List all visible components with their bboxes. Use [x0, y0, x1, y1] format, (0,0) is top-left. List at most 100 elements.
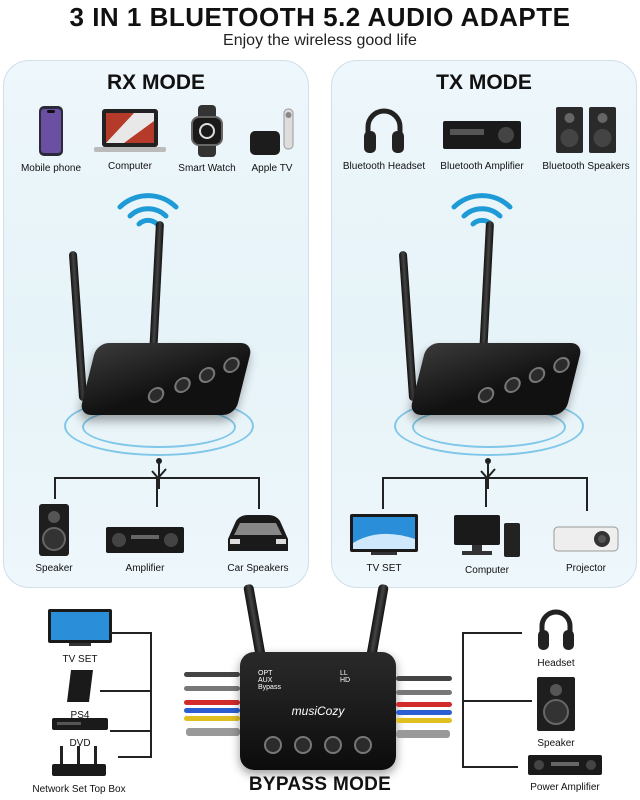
connector-line [118, 756, 150, 758]
rx-output-label: Car Speakers [227, 563, 289, 574]
tx-input-label: TV SET [366, 563, 402, 574]
connector-line [54, 477, 56, 499]
speaker-icon [537, 677, 575, 731]
connector-line [462, 766, 518, 768]
bypass-output-label: Power Amplifier [530, 782, 600, 793]
headset-icon [364, 108, 404, 153]
bypass-input-label: PS4 [70, 710, 90, 721]
rx-source-computer: Computer [88, 107, 172, 172]
device-button [324, 736, 342, 754]
rx-source-apple-tv: Apple TV [240, 105, 304, 174]
optical-cable [184, 672, 240, 677]
audio-adapter-device [409, 343, 583, 415]
rx-source-label: Computer [108, 161, 152, 172]
rx-output-label: Amplifier [125, 563, 165, 574]
bypass-adapter-device: OPT AUX Bypass LL HD musiCozy [240, 652, 396, 770]
connector-line [156, 477, 158, 507]
connector-line [100, 690, 150, 692]
port-label: AUX [258, 677, 273, 684]
rx-source-mobile-phone: Mobile phone [16, 105, 86, 174]
tx-target-label: Bluetooth Speakers [542, 161, 630, 172]
bluetooth-signal-icon [451, 193, 513, 227]
aux-cable [184, 686, 240, 691]
tx-input-computer: Computer [448, 513, 526, 576]
rx-source-label: Smart Watch [178, 163, 236, 174]
brand-logo: musiCozy [291, 704, 345, 718]
port-label-right: LL HD [340, 670, 350, 684]
rca-cable-yellow [396, 718, 452, 723]
tx-target-label: Bluetooth Headset [342, 161, 426, 172]
device-button [294, 736, 312, 754]
bluetooth-signal-icon [117, 193, 179, 227]
rx-output-speaker: Speaker [24, 503, 84, 574]
amplifier-icon [528, 755, 602, 775]
rx-source-label: Apple TV [251, 163, 293, 174]
port-label: OPT [258, 670, 273, 677]
tx-input-tv-set: TV SET [346, 513, 422, 574]
device-button [221, 357, 242, 373]
bypass-output-label: Speaker [537, 738, 575, 749]
bypass-output-power-amplifier: Power Amplifier [510, 754, 620, 793]
connector-line [485, 477, 487, 507]
speakers-icon [556, 107, 616, 153]
page-subtitle: Enjoy the wireless good life [223, 32, 417, 49]
projector-icon [553, 526, 619, 552]
connector-line [462, 632, 522, 634]
antenna [68, 250, 88, 402]
usb-cable [396, 730, 450, 738]
tx-target-bluetooth-amplifier: Bluetooth Amplifier [432, 117, 532, 172]
rx-source-label: Mobile phone [20, 163, 82, 174]
rx-mode-title: RX MODE [106, 71, 205, 94]
rx-source-smart-watch: Smart Watch [172, 105, 242, 174]
device-button [197, 367, 217, 383]
laptop-icon [94, 109, 166, 152]
bypass-input-tv-set: TV SET [40, 608, 120, 665]
rca-cable-blue [184, 708, 240, 713]
bypass-input-label: DVD [69, 738, 91, 749]
device-button [502, 377, 523, 393]
tx-mode-panel: TX MODE Bluetooth Headset Bluetooth Ampl… [331, 60, 637, 588]
apple-tv-icon [250, 108, 294, 155]
rca-cable-blue [396, 710, 452, 715]
dvd-player-icon [52, 718, 108, 730]
bypass-input-label: TV SET [62, 654, 98, 665]
connector-line [382, 477, 384, 509]
device-button [476, 387, 497, 403]
tx-input-label: Computer [465, 565, 509, 576]
connector-line [110, 730, 150, 732]
port-label: HD [340, 677, 351, 684]
usb-connection-icon [480, 458, 496, 489]
speaker-icon [39, 504, 69, 556]
audio-adapter-device [79, 343, 253, 415]
tx-mode-title: TX MODE [436, 71, 532, 94]
mobile-phone-icon [39, 106, 63, 156]
optical-cable [396, 676, 452, 681]
device-button [527, 367, 547, 383]
bypass-output-label: Headset [537, 658, 575, 669]
desktop-computer-icon [454, 515, 520, 557]
port-label-left: OPT AUX Bypass [258, 670, 281, 691]
bypass-output-speaker: Speaker [524, 676, 588, 749]
headset-icon [538, 609, 574, 650]
tx-input-label: Projector [565, 563, 606, 574]
rx-mode-panel: RX MODE Mobile phone Computer Smart Watc… [3, 60, 309, 588]
device-button [551, 357, 572, 373]
page-title: 3 IN 1 BLUETOOTH 5.2 AUDIO ADAPTE [69, 2, 571, 32]
bypass-input-network-set-top-box: Network Set Top Box [14, 746, 144, 795]
connector-line [258, 477, 260, 509]
amplifier-icon [443, 121, 521, 149]
device-button [146, 387, 167, 403]
tx-target-label: Bluetooth Amplifier [440, 161, 524, 172]
aux-cable [396, 690, 452, 695]
router-icon [52, 746, 106, 776]
usb-cable [186, 728, 240, 736]
bypass-mode-title: BYPASS MODE [248, 774, 392, 795]
device-button [354, 736, 372, 754]
rca-cable-red [184, 700, 240, 705]
connector-line [150, 632, 152, 758]
car-icon [228, 515, 288, 551]
bypass-output-headset: Headset [524, 606, 588, 669]
game-console-icon [67, 670, 93, 702]
connector-line [586, 477, 588, 511]
amplifier-icon [106, 527, 184, 553]
